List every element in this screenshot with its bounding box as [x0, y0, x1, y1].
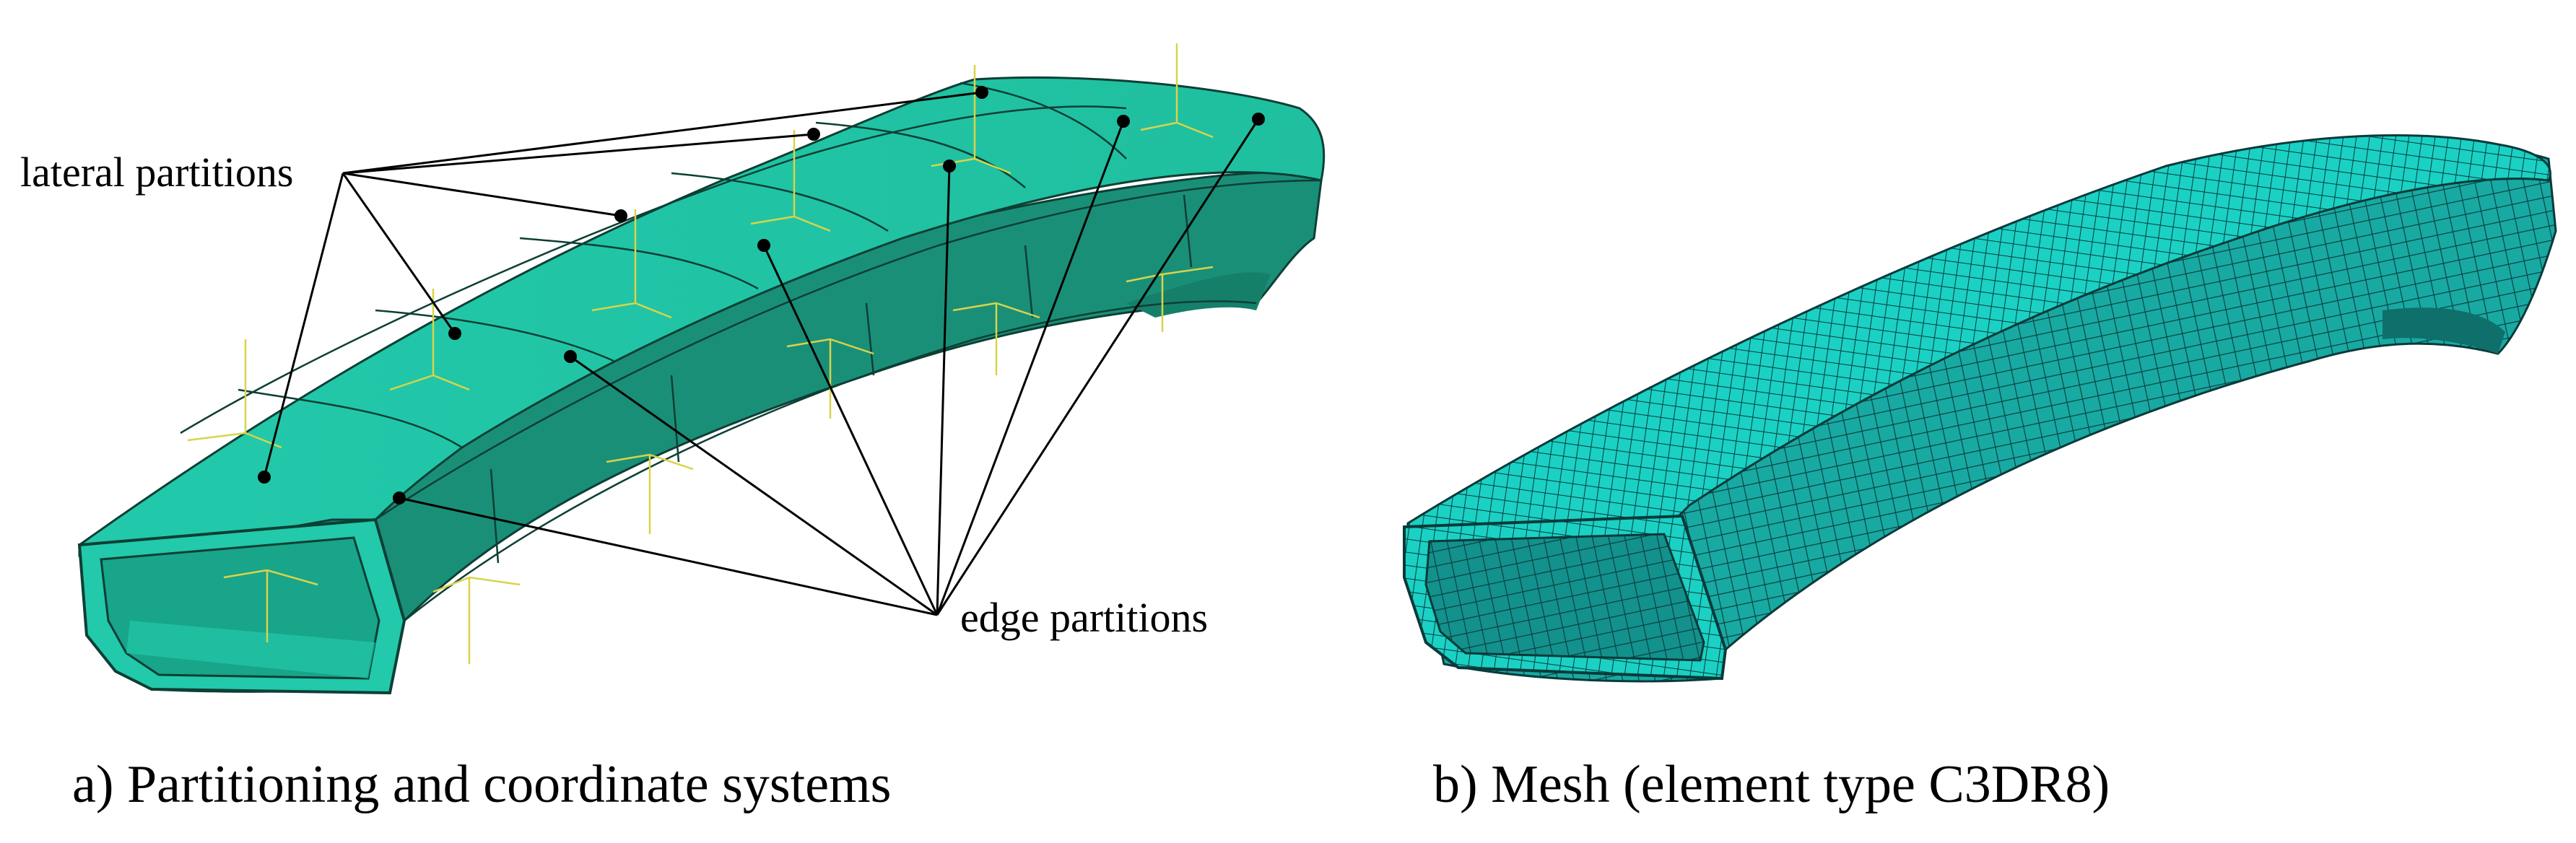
partitioned-part [77, 43, 1326, 695]
mesh-side-grid [1415, 148, 2556, 681]
coordinate-system-markers [187, 43, 1214, 664]
edge-leader-lines [399, 118, 1260, 616]
edge-partition-lines [375, 179, 1322, 621]
meshed-part [1403, 134, 2557, 683]
lateral-partitions-label: lateral partitions [20, 149, 294, 196]
edge-partitions-label: edge partitions [960, 594, 1209, 641]
caption-b: b) Mesh (element type C3DR8) [1433, 755, 2110, 814]
mesh-top-grid [1408, 135, 2551, 534]
lateral-leader-lines [263, 91, 983, 478]
caption-a: a) Partitioning and coordinate systems [72, 755, 892, 814]
part-front-end-floor [126, 621, 375, 678]
mesh-right-inner [2383, 307, 2505, 354]
mesh-front-end-inner-grid [1426, 534, 1704, 660]
lateral-partition-lines [180, 82, 1127, 449]
